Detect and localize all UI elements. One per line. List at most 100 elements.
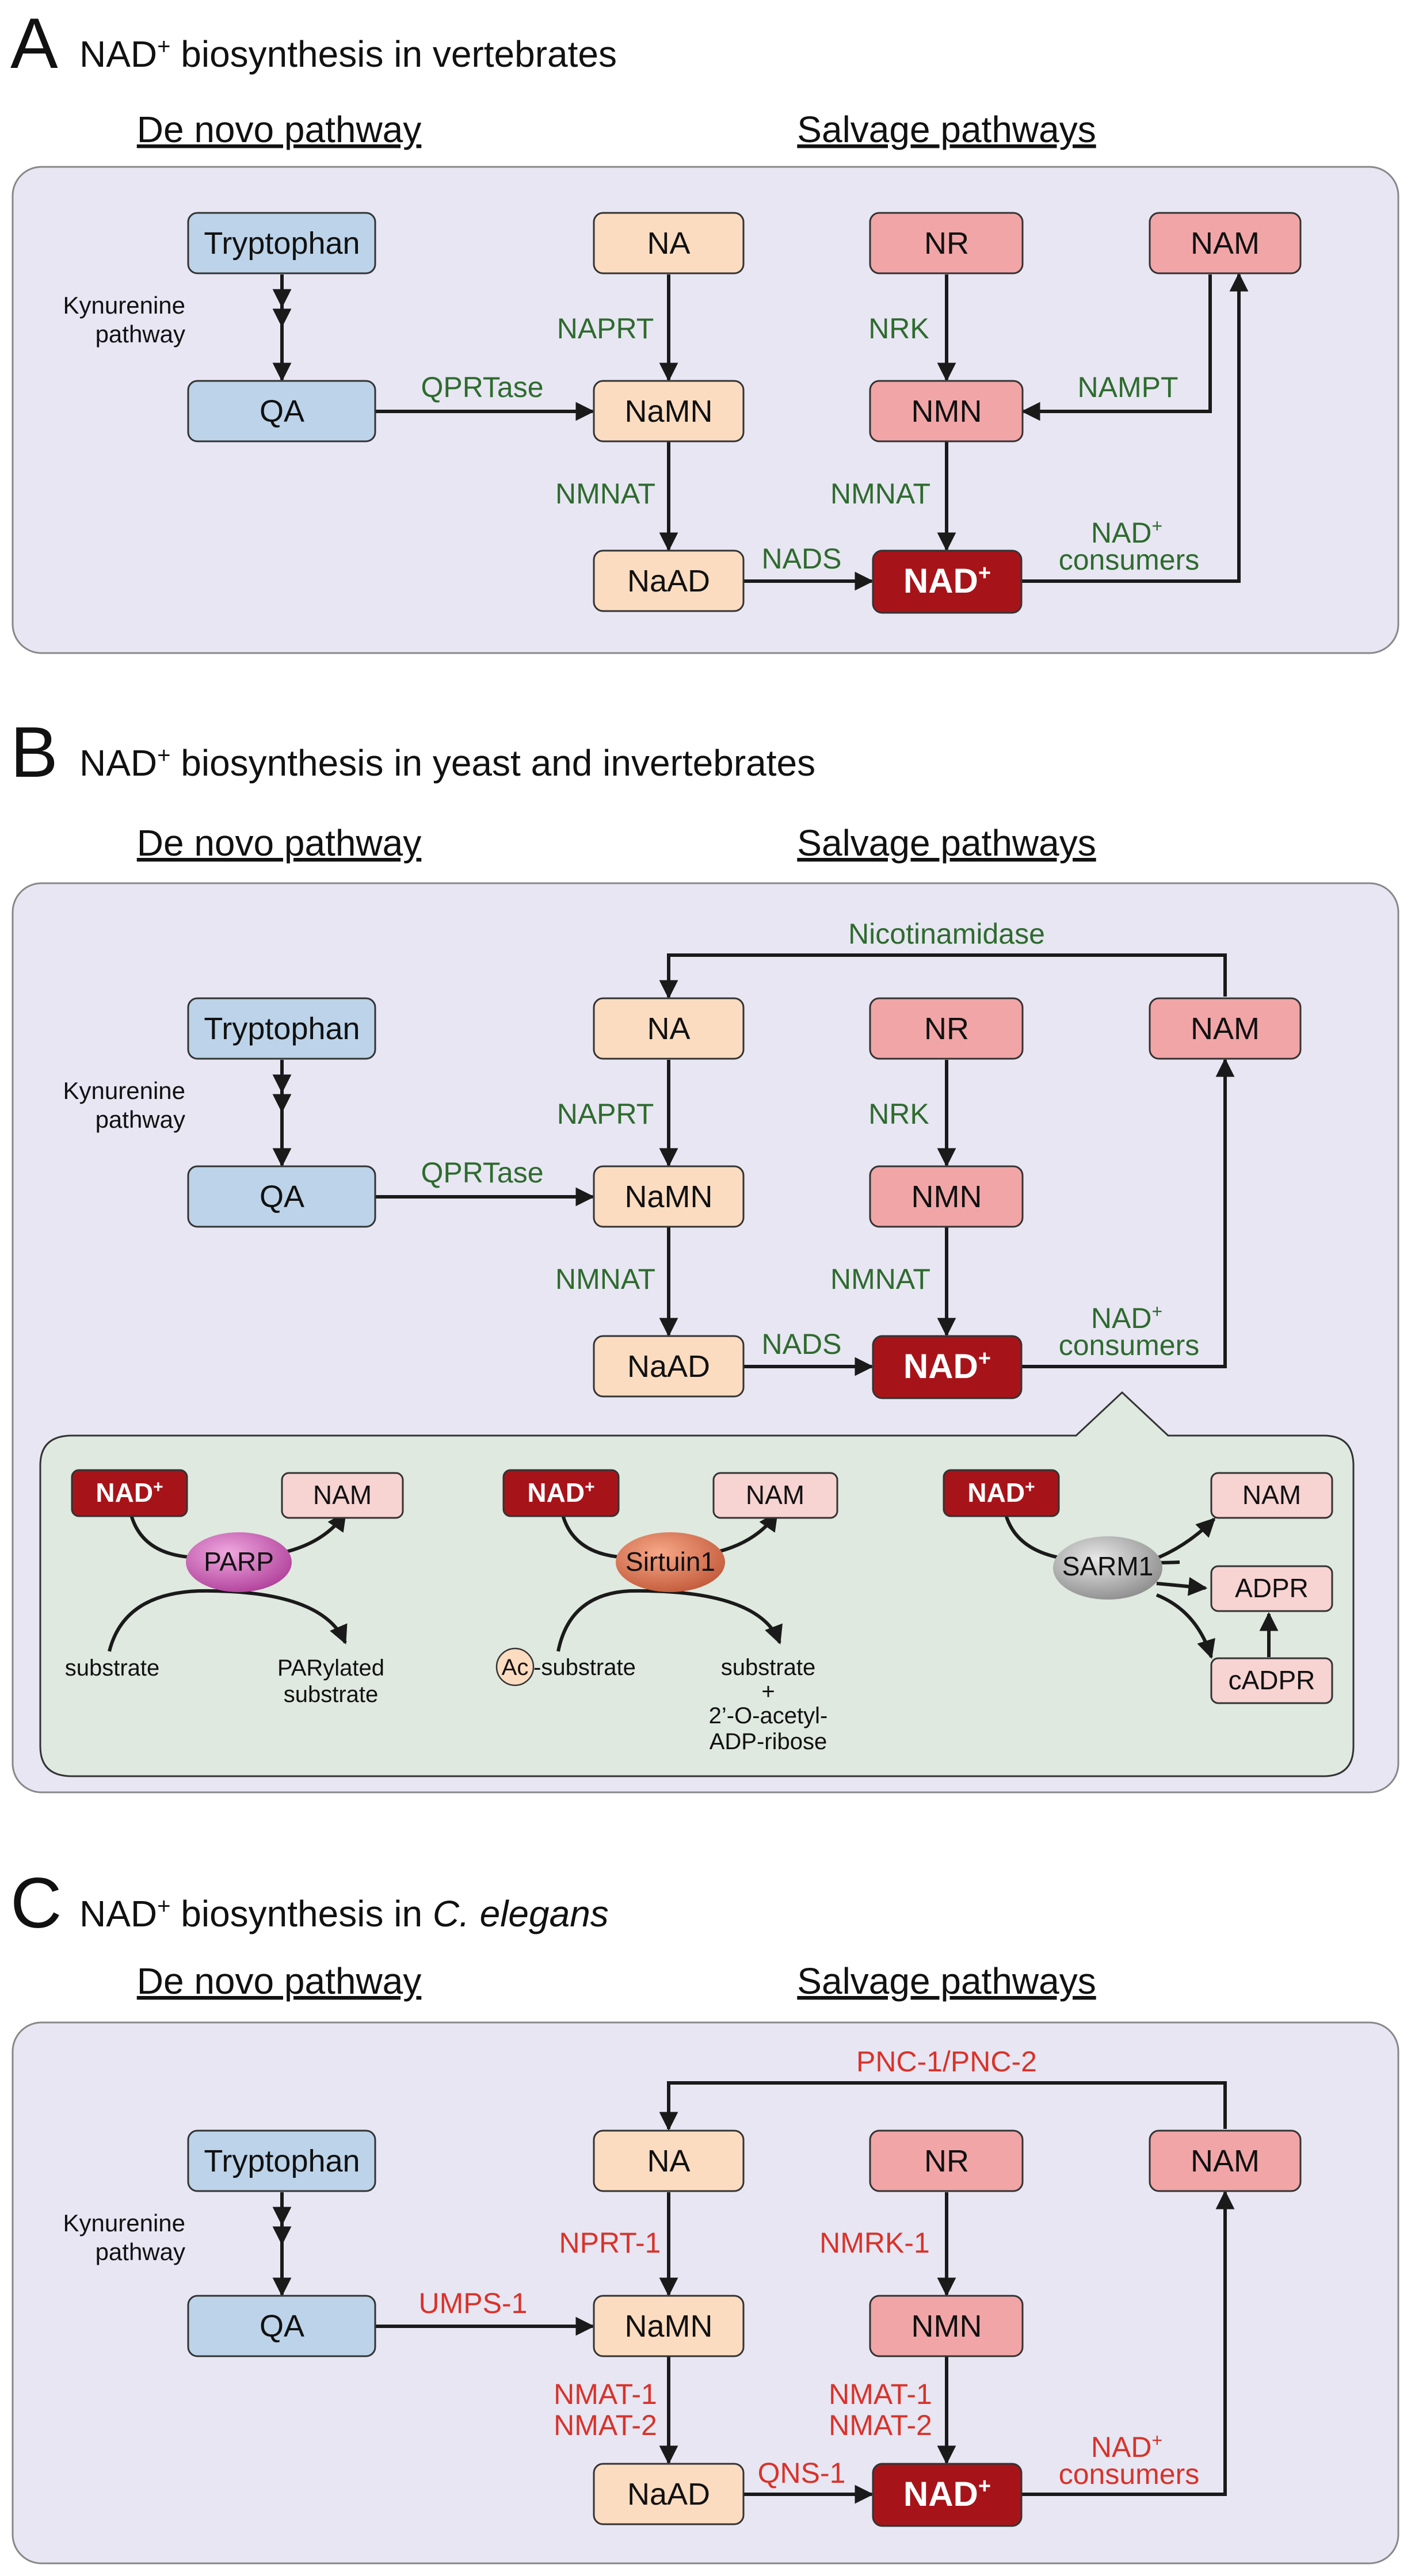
- consumers-label-2: consumers: [1059, 544, 1200, 576]
- node-nad: NAD+: [872, 549, 1023, 614]
- panel-a-salvage-heading: Salvage pathways: [797, 109, 1096, 150]
- enzyme-umps: UMPS-1: [419, 2287, 528, 2319]
- enzyme-nads: NADS: [762, 543, 842, 575]
- node-qa: QA: [187, 380, 376, 442]
- node-namn: NaMN: [593, 1165, 745, 1228]
- panel-b-arrows: [272, 953, 1235, 1376]
- enzyme-nrk: NRK: [868, 312, 929, 345]
- enzyme-nampt: NAMPT: [1078, 371, 1178, 403]
- sirtuin-enzyme-label: Sirtuin1: [626, 1547, 715, 1577]
- sarm1-cadpr: cADPR: [1210, 1657, 1333, 1704]
- sarm1-nam: NAM: [1210, 1472, 1333, 1519]
- svg-text:NR: NR: [924, 226, 969, 261]
- parp-product-label-1: PARylated: [277, 1655, 384, 1681]
- kynurenine-label-1: Kynurenine: [63, 2209, 185, 2237]
- parp-arrow-product: [108, 1589, 348, 1652]
- sirtuin-enzyme-blob: [616, 1532, 725, 1592]
- svg-text:NMN: NMN: [911, 1180, 982, 1214]
- panel-c-arrows: [272, 2081, 1235, 2504]
- arrow-nad-nam: [1021, 272, 1249, 583]
- parp-substrate-label: substrate: [65, 1655, 160, 1681]
- sirtuin-arrow-product: [556, 1589, 783, 1652]
- arrow-nam-na-loop: [659, 953, 1227, 999]
- enzyme-nicotinamidase: Nicotinamidase: [848, 918, 1045, 950]
- svg-text:NAD+: NAD+: [527, 1478, 594, 1508]
- svg-text:QA: QA: [260, 394, 304, 429]
- sirtuin-substrate-label: -substrate: [533, 1655, 636, 1680]
- node-nam: NAM: [1149, 2130, 1302, 2192]
- enzyme-nmnat-left: NMNAT: [555, 1263, 655, 1295]
- svg-text:NA: NA: [647, 2144, 690, 2178]
- enzyme-pnc: PNC-1/PNC-2: [856, 2045, 1037, 2078]
- node-nr: NR: [869, 997, 1024, 1060]
- kynurenine-label-2: pathway: [96, 1106, 185, 1133]
- svg-text:cADPR: cADPR: [1229, 1665, 1315, 1695]
- node-nam: NAM: [1149, 997, 1302, 1060]
- svg-text:NAD+: NAD+: [96, 1478, 163, 1508]
- panel-a-arrows: [272, 272, 1249, 591]
- node-qa: QA: [187, 1165, 376, 1228]
- consumers-label-1: NAD+: [1091, 2430, 1162, 2463]
- node-nam: NAM: [1149, 212, 1302, 274]
- kynurenine-label-2: pathway: [96, 320, 185, 348]
- node-na: NA: [593, 2130, 745, 2192]
- svg-text:NaMN: NaMN: [624, 1180, 712, 1214]
- acetyl-group-circle: [495, 1647, 535, 1686]
- node-qa: QA: [187, 2295, 376, 2357]
- enzyme-naprt: NAPRT: [557, 312, 654, 345]
- node-tryptophan: Tryptophan: [187, 997, 376, 1060]
- svg-text:NaAD: NaAD: [627, 2477, 710, 2512]
- enzyme-nprt: NPRT-1: [559, 2227, 661, 2259]
- node-nmn: NMN: [869, 1165, 1024, 1228]
- parp-nad: NAD+: [71, 1469, 188, 1517]
- enzyme-qprtase: QPRTase: [421, 1157, 543, 1189]
- node-tryptophan: Tryptophan: [187, 212, 376, 274]
- parp-enzyme-label: PARP: [204, 1547, 274, 1577]
- svg-text:NAM: NAM: [746, 1480, 804, 1510]
- parp-nam: NAM: [281, 1472, 404, 1519]
- panel-a-de-novo-heading: De novo pathway: [137, 109, 422, 150]
- node-tryptophan: Tryptophan: [187, 2130, 376, 2192]
- node-nad: NAD+: [872, 1335, 1023, 1399]
- svg-text:NAD+: NAD+: [967, 1478, 1035, 1508]
- svg-text:NAD+: NAD+: [903, 2474, 991, 2513]
- svg-text:NAD+: NAD+: [903, 561, 991, 600]
- svg-text:QA: QA: [260, 2309, 304, 2344]
- kynurenine-label-1: Kynurenine: [63, 292, 185, 319]
- panel-b-de-novo-heading: De novo pathway: [137, 822, 422, 864]
- svg-text:NaAD: NaAD: [627, 1349, 710, 1384]
- panel-c-salvage-heading: Salvage pathways: [797, 1960, 1096, 2002]
- enzyme-nmat1-right: NMAT-1: [829, 2378, 932, 2410]
- panel-b-letter: B: [10, 713, 58, 792]
- kynurenine-label-1: Kynurenine: [63, 1077, 185, 1104]
- arrow-nad-nam: [1021, 2190, 1235, 2496]
- svg-text:NAD+: NAD+: [903, 1346, 991, 1386]
- svg-text:NaMN: NaMN: [624, 2309, 712, 2344]
- sarm1-adpr: ADPR: [1210, 1565, 1333, 1612]
- node-nad: NAD+: [872, 2463, 1023, 2527]
- sarm1-enzyme-blob: [1053, 1536, 1162, 1600]
- svg-text:NR: NR: [924, 1012, 969, 1046]
- arrow-nam-nmn: [1021, 274, 1212, 421]
- parp-enzyme-blob: [186, 1532, 292, 1592]
- node-na: NA: [593, 212, 745, 274]
- svg-text:NA: NA: [647, 1012, 690, 1046]
- enzyme-qprtase: QPRTase: [421, 371, 543, 403]
- sirtuin-product-label-4: ADP-ribose: [710, 1729, 827, 1754]
- node-naad: NaAD: [593, 1335, 745, 1398]
- sirtuin-product-label-3: 2’-O-acetyl-: [709, 1703, 828, 1728]
- enzyme-nmnat-left: NMNAT: [555, 478, 655, 510]
- panel-b-salvage-heading: Salvage pathways: [797, 822, 1096, 864]
- sirtuin-reaction: NAD+ NAM Sirtuin1 Ac -substrate substrat…: [495, 1469, 838, 1754]
- node-naad: NaAD: [593, 549, 745, 612]
- svg-text:Tryptophan: Tryptophan: [204, 226, 360, 261]
- svg-text:NR: NR: [924, 2144, 969, 2178]
- sarm1-arrow-adpr: [1156, 1577, 1208, 1596]
- acetyl-label: Ac: [502, 1655, 529, 1680]
- sirtuin-product-label-2: +: [761, 1679, 775, 1704]
- sarm1-enzyme-label: SARM1: [1062, 1551, 1153, 1581]
- svg-text:NAM: NAM: [1191, 1012, 1260, 1046]
- node-na: NA: [593, 997, 745, 1060]
- enzyme-naprt: NAPRT: [557, 1098, 654, 1130]
